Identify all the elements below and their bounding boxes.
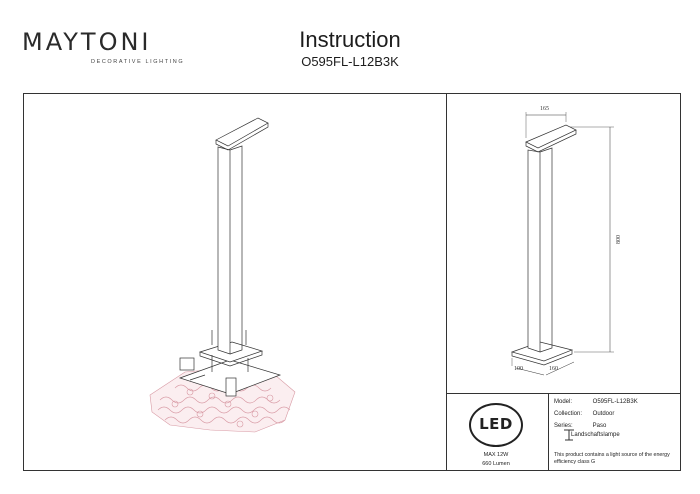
dim-base-depth: 100 xyxy=(514,366,523,372)
drawing-frame xyxy=(23,93,681,471)
brand-wordmark: MAYTONI xyxy=(22,28,152,56)
dim-top-width: 165 xyxy=(540,106,549,112)
document-title: Instruction xyxy=(299,27,401,52)
spec-collection-label: Collection: xyxy=(554,411,583,417)
spec-type-value: Landschaftslampe xyxy=(571,432,620,438)
frame-divider-horizontal xyxy=(446,393,681,394)
led-icon: LED xyxy=(469,403,523,447)
dim-base-width: 160 xyxy=(549,366,558,372)
dim-height: 800 xyxy=(616,235,622,244)
led-label: LED xyxy=(479,415,513,433)
document-title-block: Instruction O595FL-L12B3K xyxy=(250,27,450,70)
spec-series-row: Series: Paso xyxy=(554,422,606,430)
led-power: MAX 12W xyxy=(483,452,509,458)
installation-illustration xyxy=(149,117,296,433)
spec-model-value: O595FL-L12B3K xyxy=(592,399,638,405)
ground-rubble xyxy=(149,367,296,433)
spec-type-row: Landschaftslampe xyxy=(571,431,620,439)
model-code: O595FL-L12B3K xyxy=(301,54,399,69)
brand-tagline: DECORATIVE LIGHTING xyxy=(91,59,185,65)
info-divider-vertical xyxy=(548,393,549,471)
spec-collection-value: Outdoor xyxy=(592,411,615,417)
spec-series-value: Paso xyxy=(592,423,607,429)
spec-model-row: Model: O595FL-L12B3K xyxy=(554,398,638,406)
spec-collection-row: Collection: Outdoor xyxy=(554,410,614,418)
spec-series-label: Series: xyxy=(554,423,573,429)
spec-model-label: Model: xyxy=(554,399,573,405)
brand-logo: MAYTONI DECORATIVE LIGHTING xyxy=(22,30,184,65)
frame-divider-vertical xyxy=(446,93,447,471)
dimension-drawing xyxy=(510,112,614,376)
led-lumen: 660 Lumen xyxy=(482,461,510,467)
lamp-icon xyxy=(564,429,574,441)
energy-efficiency-note: This product contains a light source of … xyxy=(554,452,670,465)
